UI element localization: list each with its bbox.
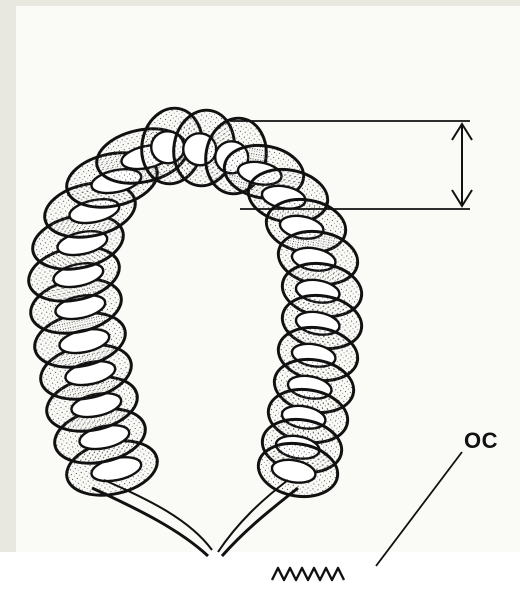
left-stem bbox=[92, 488, 208, 556]
right-stem bbox=[222, 488, 298, 556]
label-oc: OC bbox=[464, 428, 498, 454]
spiral-coil-group bbox=[24, 103, 366, 503]
wavy-line bbox=[272, 568, 344, 580]
vertical-dimension-arrow-icon bbox=[452, 124, 472, 206]
oc-leader-line bbox=[376, 452, 462, 566]
